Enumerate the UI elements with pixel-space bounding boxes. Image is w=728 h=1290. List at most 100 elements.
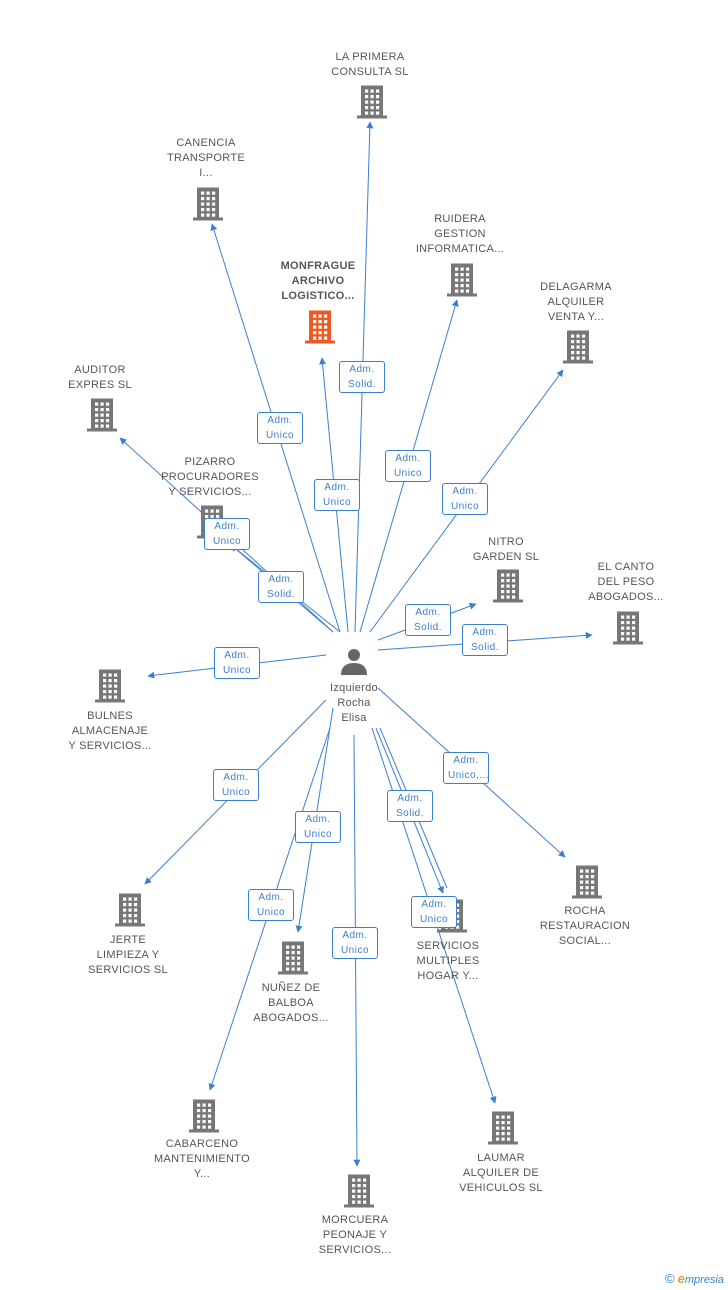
building-icon[interactable] [613,611,643,645]
company-name-line: DEL PESO [597,576,655,588]
relation-badge[interactable]: Adm.Solid. [405,604,451,636]
relation-badge-line: Adm. [214,521,240,532]
relation-badge-line: Adm. [267,415,293,426]
relation-badge[interactable]: Adm. Solid. [387,790,433,822]
relation-badge-line: Adm. [395,453,421,464]
company-label[interactable]: EL CANTO DEL PESO ABOGADOS... [566,560,686,605]
relation-badge-line: Adm. [349,364,375,375]
company-name-line: CABARCENO [165,1138,239,1150]
relation-badge[interactable]: Adm.Unico,... [443,752,489,784]
relation-badge-line: Unico [419,914,449,925]
relation-badge[interactable]: Adm.Unico [314,479,360,511]
company-name-line: RUIDERA [434,213,486,225]
company-name-line: NUÑEZ DE [261,982,321,994]
relation-badge-line: Unico [340,945,370,956]
relation-badge-line: Adm. [452,486,478,497]
brand-rest: mpresia [684,1274,724,1286]
relation-badge[interactable]: Adm. Unico [257,412,303,444]
relation-badge-line: Unico,... [448,770,490,781]
company-name-line: ABOGADOS... [588,591,664,603]
building-icon[interactable] [572,865,602,899]
person-name-line: Elisa [341,712,367,724]
relation-badge-line: Unico [222,665,252,676]
relation-badge-line: Solid. [266,589,295,600]
building-icon[interactable] [305,310,335,344]
building-icon[interactable] [95,669,125,703]
company-name-line: EL CANTO [597,561,655,573]
relation-badge-line: Adm. [472,627,498,638]
company-name-line: LA PRIMERA [335,51,405,63]
relation-badge-line: Adm. [223,772,249,783]
relation-badge[interactable]: Adm.Unico [204,518,250,550]
company-name-line: ABOGADOS... [253,1012,329,1024]
relation-badge-line: Adm. [305,814,331,825]
company-name-line: ARCHIVO [291,275,345,287]
relation-badge-line: Adm. [397,793,423,804]
building-icon[interactable] [189,1099,219,1133]
relation-badge[interactable]: Adm.Unico [295,811,341,843]
building-icon[interactable] [447,263,477,297]
relation-badge[interactable]: Adm.Solid. [462,624,508,656]
building-icon[interactable] [193,187,223,221]
company-name-line: I... [199,167,213,179]
relation-badge[interactable]: Adm.Unico [214,647,260,679]
company-label[interactable]: NUÑEZ DE BALBOA ABOGADOS... [231,981,351,1026]
company-name-line: SERVICIOS SL [88,964,168,976]
relation-badge-line: Solid. [395,808,424,819]
relation-badge[interactable]: Adm.Unico [332,927,378,959]
relation-badge-line: Adm. [324,482,350,493]
company-name-line: NITRO [488,536,524,548]
company-name-line: MONFRAGUE [280,260,356,272]
relation-badge-line: Solid. [413,622,442,633]
company-name-line: LAUMAR [477,1152,525,1164]
relation-badge[interactable]: Adm.Unico [385,450,431,482]
relation-badge[interactable]: Adm. Unico [411,896,457,928]
building-icon[interactable] [563,330,593,364]
company-name-line: ALQUILER [547,296,605,308]
relation-badge-line: Adm. [421,899,447,910]
relation-badge[interactable]: Adm.Unico [442,483,488,515]
person-icon[interactable] [341,649,367,675]
relation-badge[interactable]: Adm.Unico [213,769,259,801]
relation-badge-line: Unico [265,430,295,441]
person-name-line: Rocha [337,697,371,709]
company-name-line: DELAGARMA [540,281,612,293]
company-name-line: BALBOA [268,997,314,1009]
company-name-line: TRANSPORTE [167,152,245,164]
brand-initial: e [677,1271,685,1286]
building-icon[interactable] [278,941,308,975]
company-name-line: SOCIAL... [558,935,612,947]
building-icon[interactable] [357,85,387,119]
relation-badge-line: Adm. [268,574,294,585]
relation-badge[interactable]: Adm.Solid. [339,361,385,393]
building-icon[interactable] [493,569,523,603]
building-icon[interactable] [115,893,145,927]
building-icon[interactable] [488,1111,518,1145]
company-name-line: JERTE [109,934,147,946]
building-icon[interactable] [87,398,117,432]
company-name-line: GESTION [434,228,486,240]
relation-badge[interactable]: Adm. Solid. [258,571,304,603]
building-icon[interactable] [344,1174,374,1208]
relation-badge-line: Adm. [258,892,284,903]
company-name-line: HOGAR Y... [417,970,479,982]
relation-badge[interactable]: Adm.Unico [248,889,294,921]
person-name-line: Izquierdo [330,682,378,694]
